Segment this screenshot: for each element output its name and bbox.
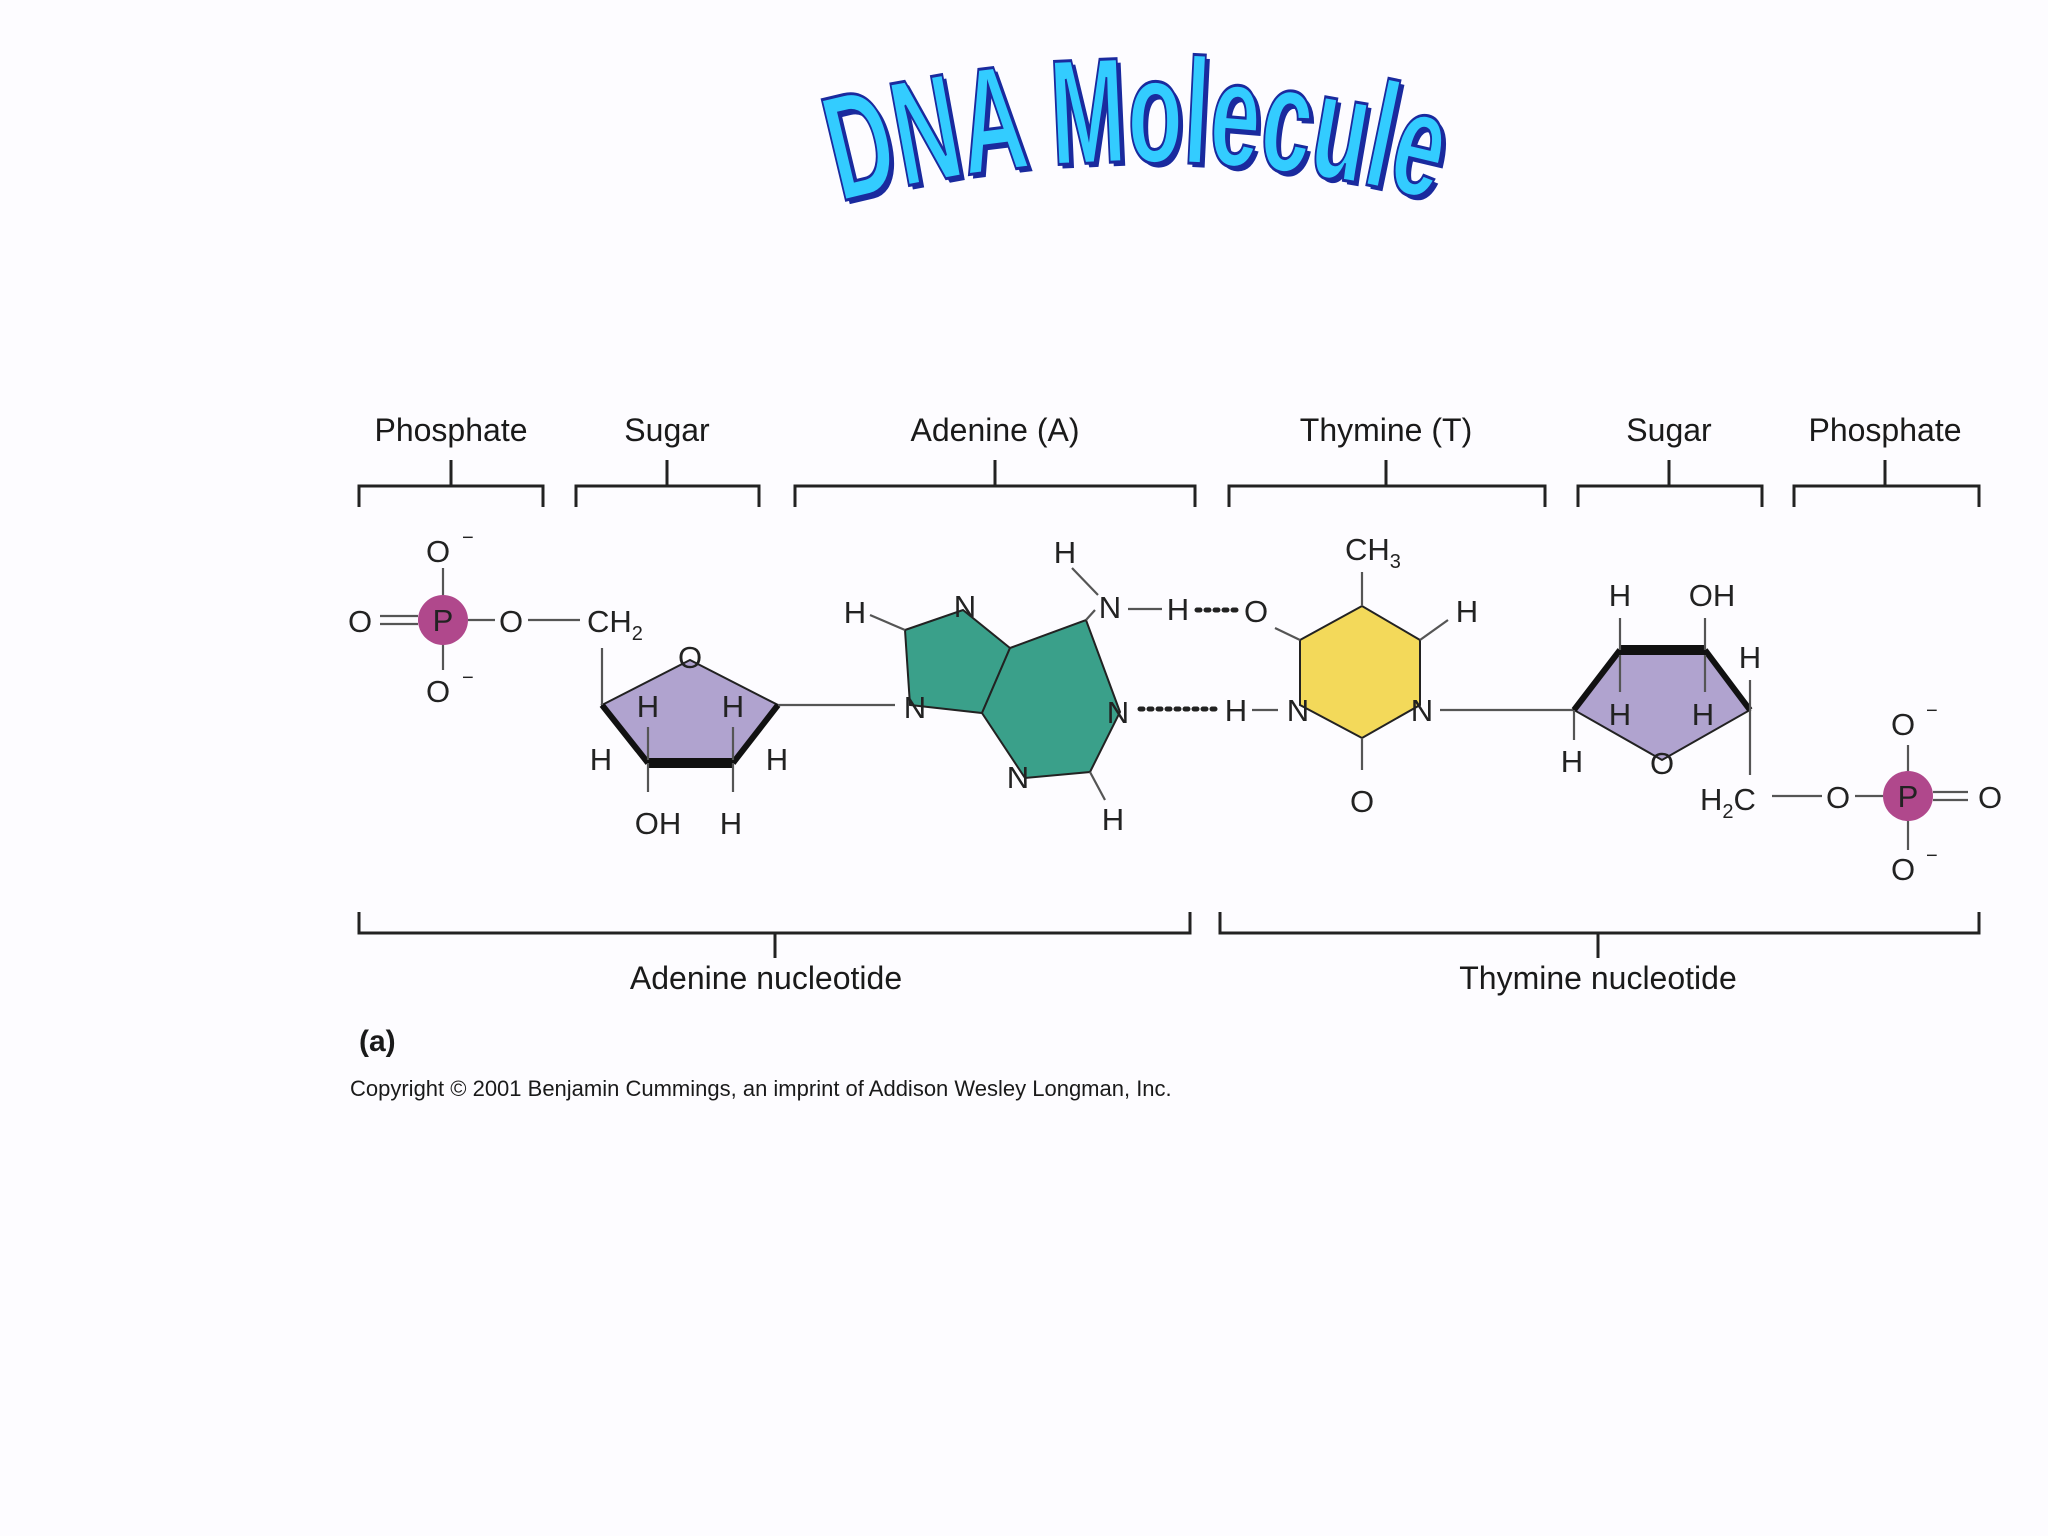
- phosphorus-atom-right: [1883, 771, 1933, 821]
- thymine-o2: O: [1350, 784, 1374, 819]
- label-sugar-right: Sugar: [1626, 412, 1712, 448]
- charge-bottom-left: −: [462, 667, 474, 689]
- sugar-h2-right: H: [1609, 697, 1631, 732]
- thymine-n1: N: [1411, 693, 1433, 728]
- sugar-h5-left: H: [720, 806, 742, 841]
- oxygen-double-right: O: [1978, 780, 2002, 815]
- charge-top-left: −: [462, 527, 474, 549]
- label-phosphate-right: Phosphate: [1808, 412, 1961, 448]
- adenine-h2: H: [1102, 802, 1124, 837]
- oxygen-top-left: O: [426, 534, 450, 569]
- sugar-oxygen-right: O: [1650, 746, 1674, 781]
- bracket-sugar-left: [574, 460, 761, 507]
- ch2-left: CH2: [587, 604, 643, 645]
- page-title: DNA Molecule DNA Molecule: [807, 24, 1469, 242]
- oxygen-bottom-left: O: [426, 674, 450, 709]
- sugar-h2-left: H: [722, 689, 744, 724]
- adenine-h8: H: [844, 595, 866, 630]
- label-adenine: Adenine (A): [911, 412, 1080, 448]
- adenine-n7: N: [954, 589, 976, 624]
- label-adenine-nucleotide: Adenine nucleotide: [630, 960, 902, 996]
- bracket-thymine: [1227, 460, 1547, 507]
- sugar-oh-left: OH: [635, 806, 682, 841]
- thymine-ch3: CH3: [1345, 532, 1401, 573]
- thymine-n3: N: [1287, 693, 1309, 728]
- adenine-h6b: H: [1167, 592, 1189, 627]
- thymine-h6: H: [1456, 594, 1478, 629]
- copyright-text: Copyright © 2001 Benjamin Cummings, an i…: [350, 1076, 1172, 1101]
- sugar-h4-right: H: [1561, 744, 1583, 779]
- phosphorus-symbol-right: P: [1898, 779, 1919, 814]
- charge-bottom-right: −: [1926, 845, 1938, 867]
- thymine-ring: [1299, 604, 1421, 740]
- oxygen-top-right: O: [1891, 707, 1915, 742]
- charge-top-right: −: [1926, 700, 1938, 722]
- bracket-phosphate-left: [357, 460, 545, 507]
- sugar-left: O H H H H OH H: [590, 640, 895, 841]
- sugar-h1-right: H: [1609, 578, 1631, 613]
- bracket-phosphate-right: [1792, 460, 1981, 507]
- panel-label: (a): [359, 1025, 396, 1058]
- oxygen-ester-left: O: [499, 604, 523, 639]
- adenine-base: N N N N H N H H H: [844, 535, 1189, 837]
- bracket-sugar-right: [1576, 460, 1764, 507]
- phosphorus-atom-left: [418, 595, 468, 645]
- thymine-h-bond: H: [1225, 693, 1247, 728]
- sugar-h4-left: H: [766, 742, 788, 777]
- label-phosphate-left: Phosphate: [374, 412, 527, 448]
- sugar-h1-left: H: [637, 689, 659, 724]
- title-text: DNA Molecule: [820, 52, 1460, 233]
- sugar-h3-right: H: [1692, 697, 1714, 732]
- sugar-h5-right: H: [1739, 640, 1761, 675]
- h2c-right: H2C: [1700, 782, 1756, 823]
- sugar-right: O H OH H H H H H2C: [1561, 578, 1761, 823]
- thymine-o4: O: [1244, 594, 1268, 629]
- oxygen-bottom-right: O: [1891, 852, 1915, 887]
- adenine-n3: N: [1007, 760, 1029, 795]
- thymine-base: O H N N O CH3 H: [1225, 532, 1574, 819]
- label-sugar-left: Sugar: [624, 412, 710, 448]
- oxygen-ester-right: O: [1826, 780, 1850, 815]
- bracket-thymine-nucleotide: [1218, 912, 1981, 958]
- sugar-h3-left: H: [590, 742, 612, 777]
- sugar-oxygen-left: O: [678, 640, 702, 675]
- sugar-ring-right: [1572, 649, 1752, 762]
- phosphate-group-left: P O − O − O O CH2: [348, 527, 643, 709]
- adenine-n1: N: [1107, 695, 1129, 730]
- bracket-adenine-nucleotide: [357, 912, 1192, 958]
- adenine-ring-5: [903, 608, 1012, 715]
- adenine-h6a: H: [1054, 535, 1076, 570]
- oxygen-double-left: O: [348, 604, 372, 639]
- phosphate-group-right: O P O − O − O: [1772, 700, 2002, 887]
- bracket-adenine: [793, 460, 1197, 507]
- sugar-ring-left: [600, 658, 780, 764]
- sugar-oh-right: OH: [1689, 578, 1736, 613]
- label-thymine-nucleotide: Thymine nucleotide: [1459, 960, 1736, 996]
- adenine-n9: N: [904, 690, 926, 725]
- adenine-n6: N: [1099, 590, 1121, 625]
- phosphorus-symbol-left: P: [433, 603, 454, 638]
- label-thymine: Thymine (T): [1300, 412, 1472, 448]
